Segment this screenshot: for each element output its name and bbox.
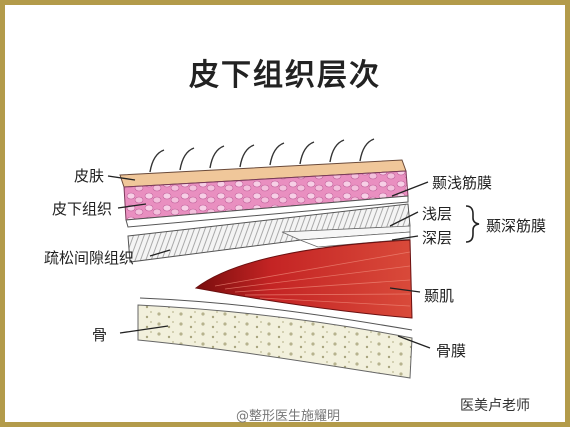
periosteum-line bbox=[139, 297, 413, 331]
deep-fascia-deep-band bbox=[299, 231, 411, 248]
label-loose-areolar: 疏松间隙组织 bbox=[44, 249, 135, 267]
label-subcutaneous: 皮下组织 bbox=[52, 200, 113, 218]
deep-fascia-bracket bbox=[465, 205, 480, 243]
label-bone: 骨 bbox=[92, 326, 108, 344]
leader-lines bbox=[107, 175, 431, 349]
label-skin: 皮肤 bbox=[74, 167, 105, 185]
label-superficial-temporal-fascia: 颞浅筋膜 bbox=[432, 174, 493, 192]
label-periosteum: 骨膜 bbox=[436, 342, 467, 360]
brand-watermark: 医美卢老师 bbox=[460, 398, 530, 414]
bone-layer bbox=[137, 304, 413, 379]
superficial-temporal-fascia-band bbox=[125, 195, 409, 228]
muscle-fibers bbox=[214, 251, 411, 307]
label-superficial-layer: 浅层 bbox=[422, 205, 453, 223]
hair-strands bbox=[149, 138, 375, 173]
weibo-watermark: @整形医生施耀明 bbox=[236, 409, 341, 424]
diagram-title: 皮下组织层次 bbox=[189, 58, 381, 93]
label-deep-temporal-fascia: 颞深筋膜 bbox=[486, 217, 547, 235]
label-temporalis: 颞肌 bbox=[424, 287, 455, 305]
label-deep-layer: 深层 bbox=[422, 229, 453, 247]
